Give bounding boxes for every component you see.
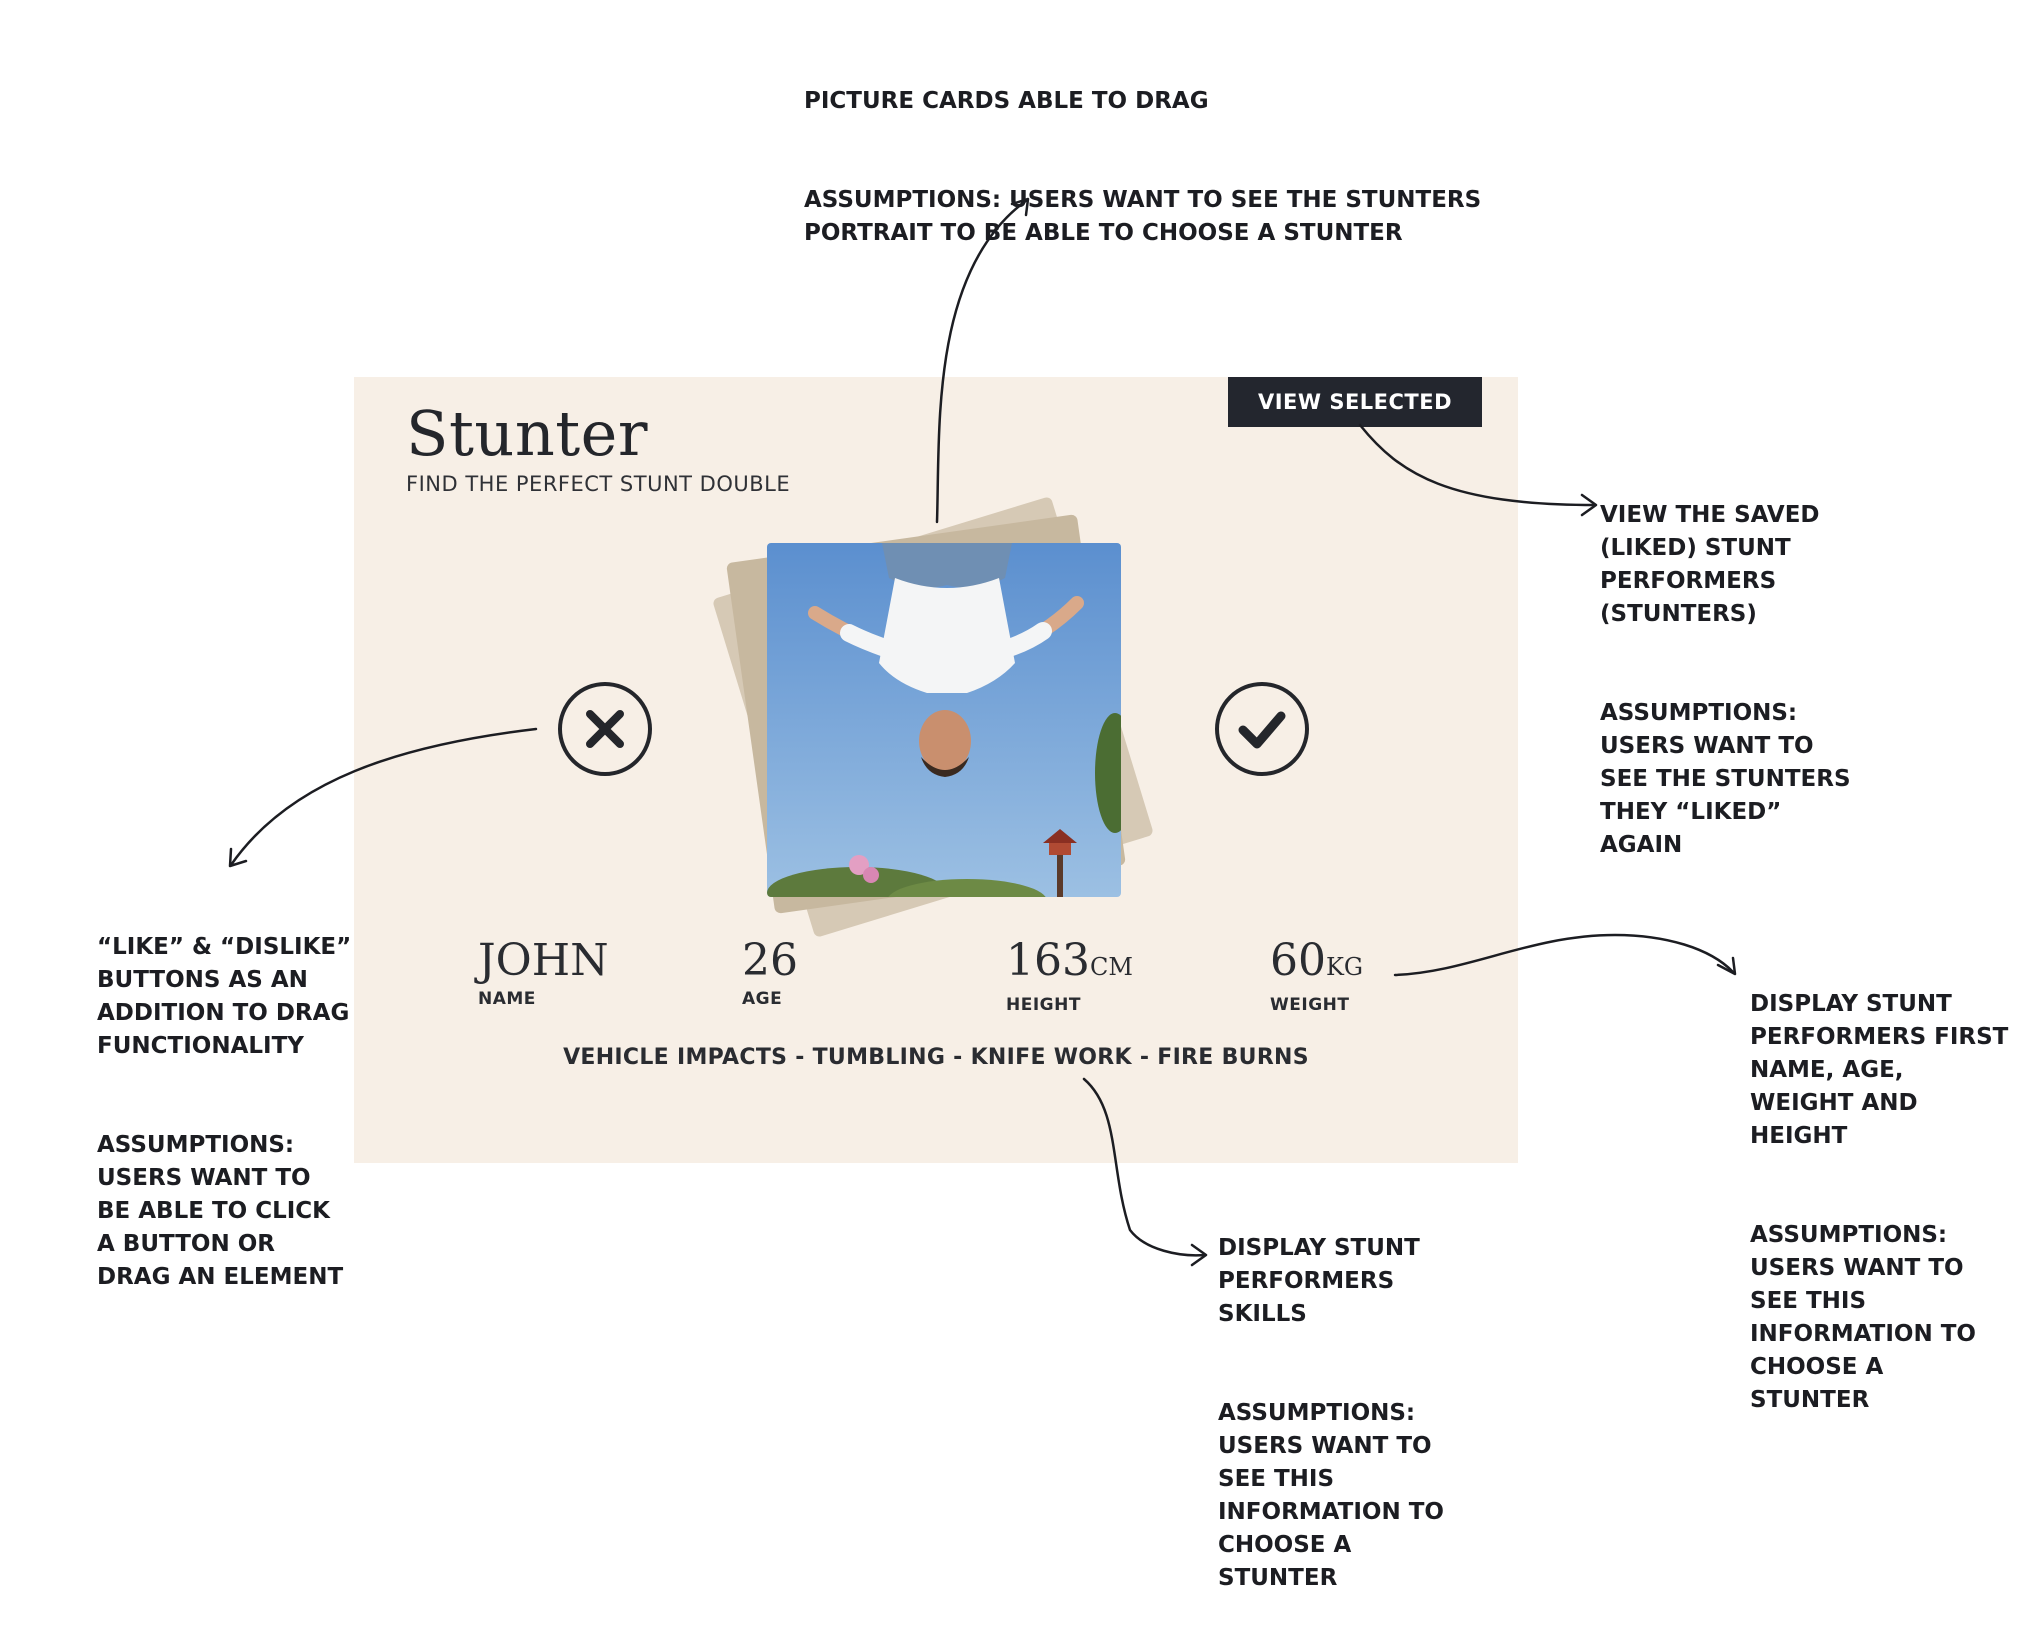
stat-name-value: JOHN — [478, 935, 609, 986]
stat-weight-value: 60KG — [1270, 935, 1363, 993]
dislike-button[interactable] — [558, 682, 652, 776]
annotation-buttons-assumption: ASSUMPTIONS: USERS WANT TO BE ABLE TO CL… — [97, 1132, 344, 1290]
annotation-skills: DISPLAY STUNT PERFORMERS SKILLS ASSUMPTI… — [1218, 1199, 1444, 1628]
close-icon — [586, 710, 624, 748]
stat-height: 163CM HEIGHT — [1006, 935, 1133, 1015]
annotation-skills-assumption: ASSUMPTIONS: USERS WANT TO SEE THIS INFO… — [1218, 1400, 1444, 1591]
annotation-info-assumption: ASSUMPTIONS: USERS WANT TO SEE THIS INFO… — [1750, 1222, 1976, 1413]
annotation-view-selected: VIEW THE SAVED (LIKED) STUNT PERFORMERS … — [1600, 466, 1851, 895]
annotation-view-selected-assumption: ASSUMPTIONS: USERS WANT TO SEE THE STUNT… — [1600, 700, 1851, 858]
annotation-buttons: “LIKE” & “DISLIKE” BUTTONS AS AN ADDITIO… — [97, 898, 351, 1327]
stat-height-number: 163 — [1006, 935, 1090, 986]
stat-age: 26 AGE — [742, 935, 798, 1009]
stunter-photo-card[interactable] — [767, 543, 1121, 897]
annotation-drag: PICTURE CARDS ABLE TO DRAG ASSUMPTIONS: … — [804, 52, 1481, 283]
stat-weight-unit: KG — [1326, 953, 1364, 981]
checkmark-icon — [1238, 711, 1286, 749]
stat-name: JOHN NAME — [478, 935, 609, 1009]
stat-age-label: AGE — [742, 989, 783, 1009]
annotation-drag-title: PICTURE CARDS ABLE TO DRAG — [804, 88, 1209, 114]
stat-weight-number: 60 — [1270, 935, 1326, 986]
skills-list: VEHICLE IMPACTS - TUMBLING - KNIFE WORK … — [563, 1045, 1309, 1070]
stat-height-label: HEIGHT — [1006, 995, 1081, 1015]
stat-age-value: 26 — [742, 935, 798, 986]
like-button[interactable] — [1215, 682, 1309, 776]
annotation-info: DISPLAY STUNT PERFORMERS FIRST NAME, AGE… — [1750, 955, 2008, 1450]
stat-name-label: NAME — [478, 989, 536, 1009]
annotation-buttons-title: “LIKE” & “DISLIKE” BUTTONS AS AN ADDITIO… — [97, 934, 352, 1059]
stat-weight-label: WEIGHT — [1270, 995, 1350, 1015]
stunter-photo — [767, 543, 1121, 897]
stunter-app-panel: Stunter FIND THE PERFECT STUNT DOUBLE VI… — [354, 377, 1518, 1163]
annotation-view-selected-title: VIEW THE SAVED (LIKED) STUNT PERFORMERS … — [1600, 502, 1820, 627]
stat-height-value: 163CM — [1006, 935, 1133, 993]
annotation-info-title: DISPLAY STUNT PERFORMERS FIRST NAME, AGE… — [1750, 991, 2009, 1149]
app-title: Stunter — [406, 397, 648, 470]
view-selected-button[interactable]: VIEW SELECTED — [1228, 377, 1482, 427]
stat-weight: 60KG WEIGHT — [1270, 935, 1363, 1015]
annotation-drag-assumption: ASSUMPTIONS: USERS WANT TO SEE THE STUNT… — [804, 187, 1482, 246]
annotation-skills-title: DISPLAY STUNT PERFORMERS SKILLS — [1218, 1235, 1420, 1327]
stat-height-unit: CM — [1089, 953, 1133, 981]
app-subtitle: FIND THE PERFECT STUNT DOUBLE — [406, 472, 791, 496]
